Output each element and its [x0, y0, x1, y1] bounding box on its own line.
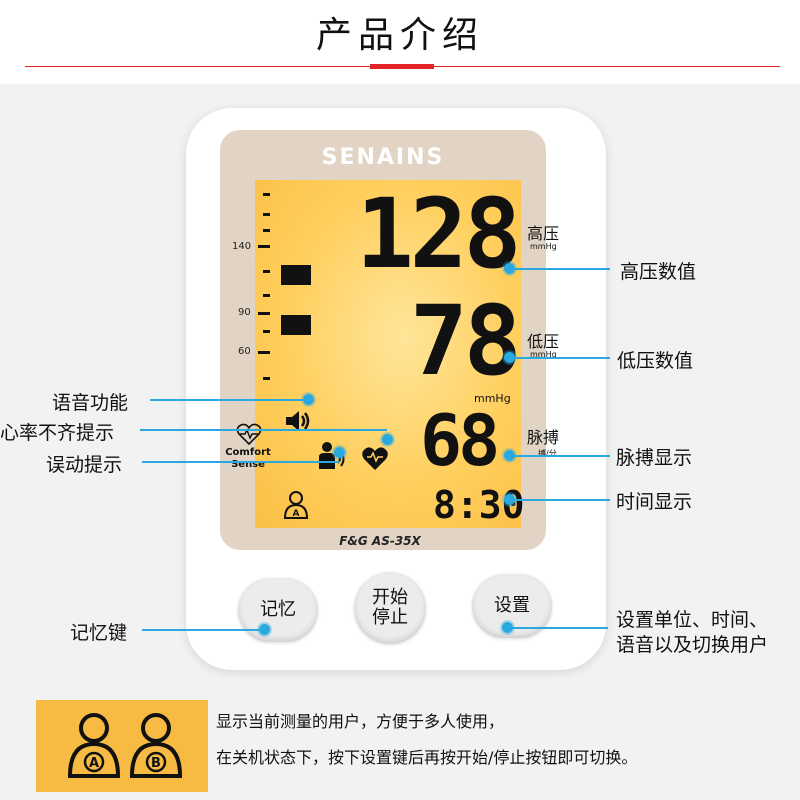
page-title: 产品介绍	[315, 15, 484, 56]
title-accent-bar	[370, 64, 434, 69]
scale-tick	[263, 330, 270, 333]
note-line-1: 显示当前测量的用户，方便于多人使用，	[216, 712, 505, 731]
user-b-badge-icon: B	[129, 713, 183, 778]
user-a-badge-icon: A	[67, 713, 121, 778]
callout-line	[142, 629, 262, 631]
callout-settings-line2: 语音以及切换用户	[616, 634, 769, 656]
scale-tick	[263, 193, 270, 196]
pressure-bar	[281, 315, 311, 335]
time-reading: 8:30	[433, 483, 525, 527]
callout-dot	[504, 450, 515, 461]
badge-letter-b: B	[151, 756, 161, 771]
callout-line	[510, 357, 610, 359]
callout-systolic-value: 高压数值	[620, 261, 697, 283]
callout-dot	[504, 263, 515, 274]
comfort-sense-logo: Comfort Sense	[222, 447, 274, 471]
model-mark: F&G	[339, 534, 368, 548]
diastolic-unit: mmHg	[530, 350, 557, 359]
pulse-reading: 68	[420, 400, 500, 482]
callout-motion-alert: 误动提示	[46, 454, 123, 476]
badge-letter-a: A	[89, 756, 99, 771]
stop-label: 停止	[372, 607, 408, 628]
callout-dot	[259, 624, 270, 635]
callout-memory-key: 记忆键	[70, 622, 128, 644]
systolic-label: 高压	[527, 224, 560, 243]
callout-time-display: 时间显示	[616, 491, 693, 513]
sense-text: Sense	[231, 459, 265, 470]
scale-tick	[263, 377, 270, 380]
start-label: 开始	[372, 587, 408, 609]
model-number: AS-35X	[371, 534, 421, 548]
callout-line	[150, 399, 306, 401]
scale-tick	[258, 351, 270, 354]
systolic-reading: 128	[356, 178, 521, 290]
start-stop-button[interactable]: 开始 停止	[354, 572, 426, 644]
scale-tick	[263, 294, 270, 297]
callout-pulse-display: 脉搏显示	[616, 447, 693, 469]
callout-line	[510, 455, 610, 457]
callout-arrhythmia-alert: 心率不齐提示	[0, 422, 115, 444]
lcd-screen	[255, 180, 521, 528]
pulse-label: 脉搏	[527, 428, 560, 447]
scale-label-90: 90	[238, 307, 251, 318]
pulse-unit: 搏/分	[538, 449, 557, 458]
scale-label-140: 140	[232, 241, 252, 252]
diastolic-label: 低压	[527, 332, 560, 351]
callout-dot	[303, 394, 314, 405]
scale-tick	[263, 213, 270, 216]
callout-dot	[382, 434, 393, 445]
callout-line	[142, 461, 340, 463]
header: 产品介绍	[0, 0, 800, 84]
callout-voice-function: 语音功能	[52, 392, 129, 414]
diastolic-reading: 78	[410, 285, 522, 397]
callout-dot	[504, 494, 515, 505]
callout-dot	[504, 352, 515, 363]
speaker-icon	[286, 411, 310, 431]
scale-tick	[263, 270, 270, 273]
callout-line	[510, 268, 610, 270]
user-a-icon: A	[283, 491, 309, 519]
irregular-heartbeat-icon	[362, 447, 388, 470]
callout-dot	[502, 622, 513, 633]
callout-diastolic-value: 低压数值	[617, 350, 694, 372]
systolic-unit: mmHg	[530, 242, 557, 251]
callout-settings-line1: 设置单位、时间、	[616, 609, 769, 631]
scale-tick	[263, 229, 270, 232]
pressure-unit: mmHg	[474, 392, 511, 405]
pressure-bar	[281, 265, 311, 285]
memory-button[interactable]: 记忆	[238, 578, 318, 642]
user-badge-letter: A	[293, 509, 300, 519]
callout-line	[140, 429, 387, 431]
callout-dot	[334, 447, 345, 458]
note-line-2: 在关机状态下，按下设置键后再按开始/停止按钮即可切换。	[216, 748, 638, 767]
comfort-heart-icon	[236, 423, 262, 445]
callout-line	[510, 499, 610, 501]
comfort-text: Comfort	[225, 447, 271, 458]
scale-tick	[258, 312, 270, 315]
scale-tick	[258, 245, 270, 248]
model-label: F&G AS-35X	[300, 534, 460, 548]
scale-label-60: 60	[238, 346, 251, 357]
callout-line	[508, 627, 608, 629]
brand-logo: SENAINS	[321, 145, 445, 170]
